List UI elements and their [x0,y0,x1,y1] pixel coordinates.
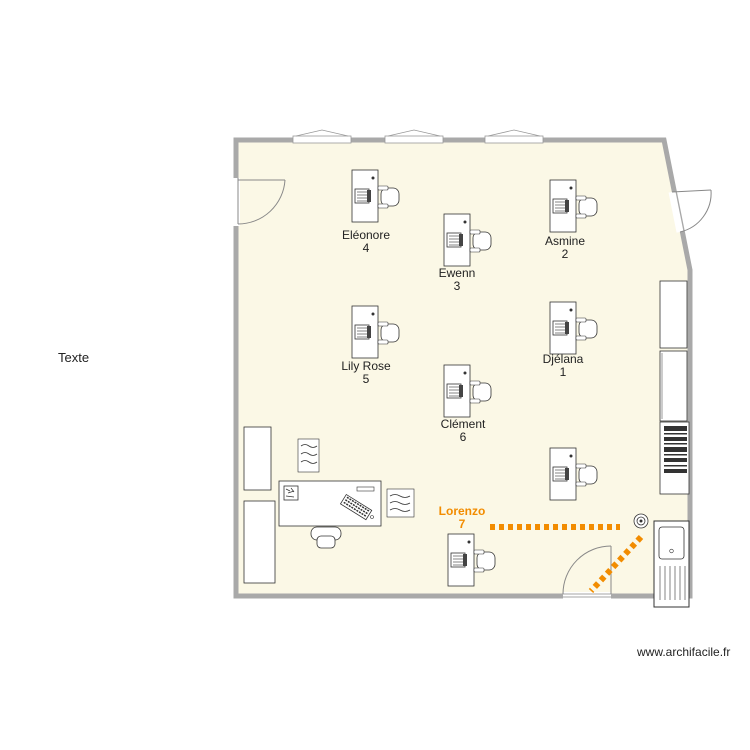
student-name: Clément [440,417,486,431]
student-number: 2 [561,247,569,261]
student-number: 6 [459,430,467,444]
student-label: Clément 6 [428,418,498,444]
teacher-desk [278,480,382,549]
student-number: 4 [362,241,370,255]
student-label: Ewenn 3 [427,267,487,293]
credit-text: www.archifacile.fr [637,645,731,659]
bookshelf-icon [664,426,687,473]
student-label-highlighted: Lorenzo 7 [427,505,497,531]
student-label: Eléonore 4 [336,229,396,255]
student-name: Lorenzo [438,504,486,518]
sink-icon [653,520,690,608]
student-label: Asmine 2 [535,235,595,261]
right-door [668,189,712,233]
student-number: 3 [453,279,461,293]
student-number: 5 [362,372,370,386]
paper-stack-icon [297,438,415,518]
left-cabinets [243,426,276,584]
highlight-path [490,524,644,594]
bottom-door [562,545,612,600]
student-name: Eléonore [341,228,391,242]
student-number: 1 [559,365,567,379]
top-windows [292,129,544,144]
student-number: 7 [458,517,466,531]
student-name: Asmine [544,234,585,248]
student-label: Djélana 1 [533,353,593,379]
right-cabinets [659,280,690,495]
side-text: Texte [58,350,90,365]
left-door [232,178,286,226]
student-name: Ewenn [438,266,476,280]
student-label: Lily Rose 5 [331,360,401,386]
bin-icon [633,513,649,529]
student-name: Lily Rose [341,359,391,373]
student-name: Djélana [542,352,584,366]
